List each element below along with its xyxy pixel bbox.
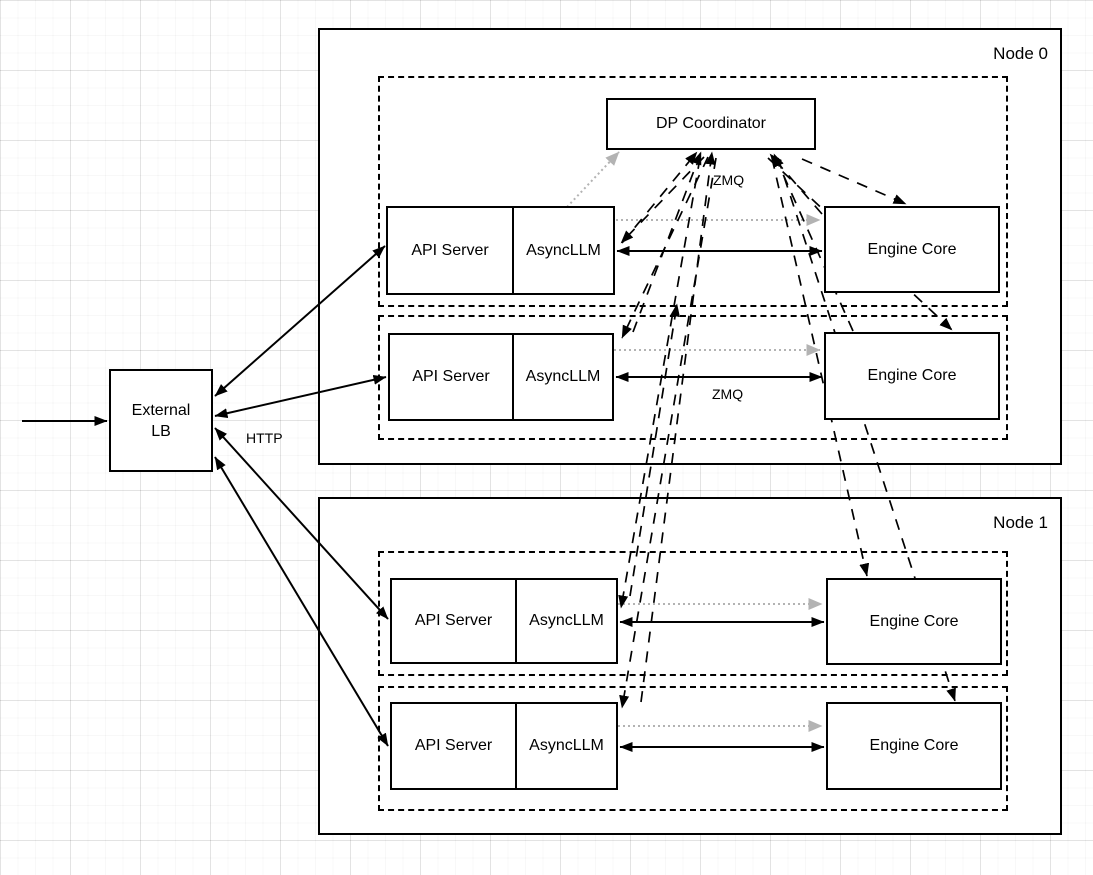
engine-core-label: Engine Core xyxy=(867,367,957,384)
api-server-label: API Server xyxy=(412,368,490,385)
engine-core-label: Engine Core xyxy=(867,240,957,258)
asyncllm-cell: AsyncLLM xyxy=(517,704,616,788)
asyncllm-label: AsyncLLM xyxy=(529,737,604,754)
asyncllm-cell: AsyncLLM xyxy=(517,580,616,662)
api-server-cell: API Server xyxy=(390,335,514,419)
api-server-cell: API Server xyxy=(392,580,517,662)
node1-rank1-engine-core-box: Engine Core xyxy=(826,702,1002,790)
api-server-label: API Server xyxy=(414,737,493,754)
api-server-label: API Server xyxy=(411,241,489,259)
node0-rank0-engine-core-box: Engine Core xyxy=(824,206,1000,293)
node1-label: Node 1 xyxy=(993,513,1048,532)
asyncllm-cell: AsyncLLM xyxy=(514,208,613,293)
node1-rank0-apiserver-asyncllm-box: API Server AsyncLLM xyxy=(390,578,618,664)
asyncllm-cell: AsyncLLM xyxy=(514,335,612,419)
api-server-label: API Server xyxy=(414,612,493,629)
asyncllm-label: AsyncLLM xyxy=(526,241,601,259)
node0-label: Node 0 xyxy=(993,44,1048,63)
node1-rank1-apiserver-asyncllm-box: API Server AsyncLLM xyxy=(390,702,618,790)
dp-coordinator-label: DP Coordinator xyxy=(656,115,766,132)
api-server-cell: API Server xyxy=(392,704,517,788)
node0-rank0-apiserver-asyncllm-box: API Server AsyncLLM xyxy=(386,206,615,295)
engine-core-label: Engine Core xyxy=(869,737,959,754)
zmq-coordinator-edge-label: ZMQ xyxy=(713,172,745,188)
engine-core-label: Engine Core xyxy=(869,612,959,630)
api-server-cell: API Server xyxy=(388,208,514,293)
node0-rank1-apiserver-asyncllm-box: API Server AsyncLLM xyxy=(388,333,614,421)
asyncllm-label: AsyncLLM xyxy=(529,612,604,629)
http-edge-label: HTTP xyxy=(246,430,283,446)
asyncllm-label: AsyncLLM xyxy=(525,368,601,385)
node0-rank1-engine-core-box: Engine Core xyxy=(824,332,1000,420)
external-lb-label-line1: External xyxy=(131,401,191,419)
external-lb-box: External LB xyxy=(109,369,213,472)
node1-rank0-engine-core-box: Engine Core xyxy=(826,578,1002,665)
zmq-engine-edge-label: ZMQ xyxy=(712,386,744,402)
dp-coordinator-box: DP Coordinator xyxy=(606,98,816,150)
external-lb-label-line2: LB xyxy=(151,422,171,440)
